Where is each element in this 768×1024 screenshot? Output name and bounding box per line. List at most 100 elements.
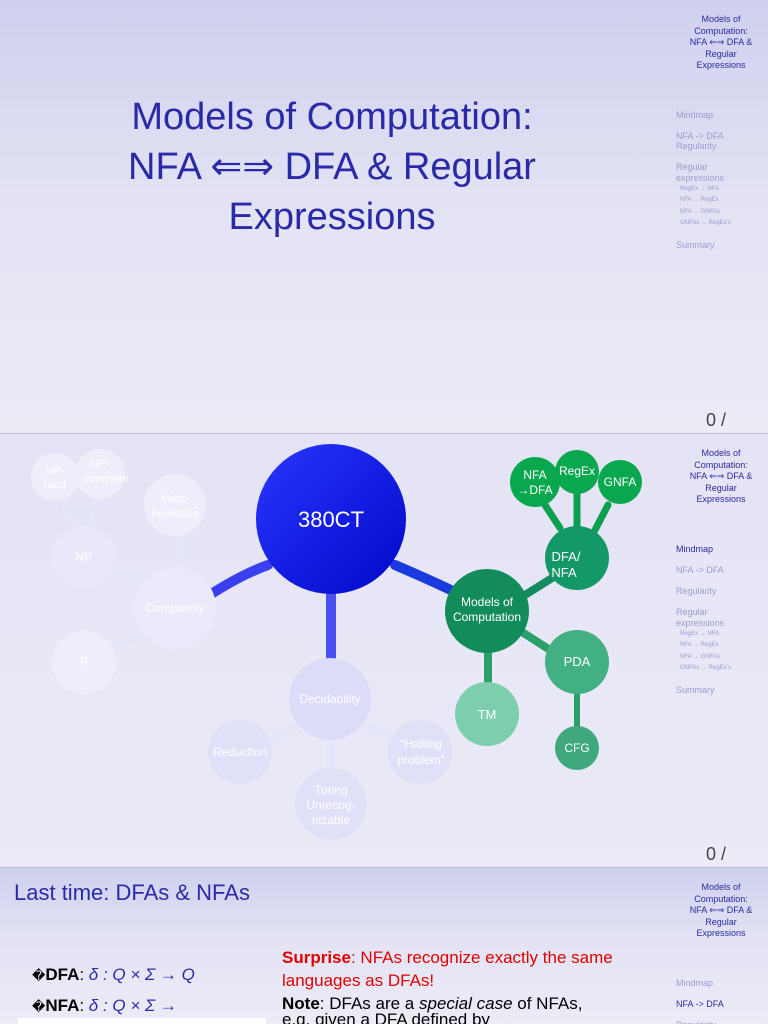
bullet-nfa: �NFA: δ : Q × Σ → xyxy=(32,996,177,1015)
node-tm[interactable]: TM xyxy=(455,682,519,746)
node-pda[interactable]: PDA xyxy=(545,630,609,694)
nav-item-regex[interactable]: Regular expressions xyxy=(676,606,725,628)
nav-item-nfa-dfa[interactable]: NFA -> DFA xyxy=(676,564,724,575)
bullet-icon: � xyxy=(32,968,46,983)
node-complexity[interactable]: Complexity xyxy=(134,567,216,649)
svg-text:Turing: Turing xyxy=(314,783,348,797)
slide-divider xyxy=(0,867,768,868)
node-nfa-to-dfa[interactable]: NFA →DFA xyxy=(510,457,560,507)
node-turing-unrecognizable[interactable]: Turing Unrecog- nizable xyxy=(295,768,367,840)
svg-text:hard: hard xyxy=(44,479,66,491)
svg-text:PDA: PDA xyxy=(564,654,591,669)
connector-dec-halting xyxy=(362,718,396,742)
nav-sub-item[interactable]: RegEx → NFA xyxy=(680,185,720,192)
white-box xyxy=(18,1018,266,1024)
svg-text:nizable: nizable xyxy=(312,813,350,827)
connector-dec-reduction xyxy=(266,721,299,746)
nav-sub-item[interactable]: NFA → RegEx xyxy=(680,197,719,203)
nav-title[interactable]: Models of Computation: NFA ⇐⇒ DFA & Regu… xyxy=(689,448,753,504)
slide-title-heading: Models of Computation: NFA ⇐⇒ DFA & Regu… xyxy=(40,92,624,242)
slide-mindmap: NP- hard NP- complete Meta- heuristics N… xyxy=(0,434,768,867)
bullet-icon: � xyxy=(32,999,46,1014)
nav-item-mindmap[interactable]: Mindmap xyxy=(676,109,714,120)
nav-item-mindmap[interactable]: Mindmap xyxy=(676,543,714,554)
svg-text:Complexity: Complexity xyxy=(145,601,204,615)
node-dfa-nfa[interactable]: DFA/ NFA xyxy=(545,526,609,590)
nav-item-summary[interactable]: Summary xyxy=(676,684,715,695)
section-nav: Models of Computation: NFA ⇐⇒ DFA & Regu… xyxy=(676,882,766,1024)
svg-text:RegEx: RegEx xyxy=(559,464,595,478)
svg-text:DFA/: DFA/ xyxy=(552,549,581,564)
mindmap-connectors xyxy=(58,490,612,776)
node-cfg[interactable]: CFG xyxy=(555,726,599,770)
svg-text:GNFA: GNFA xyxy=(604,475,637,489)
svg-text:NP: NP xyxy=(76,550,93,564)
nav-sub-item[interactable]: NFA → RegEx xyxy=(680,642,719,648)
nav-item-nfa-dfa[interactable]: NFA -> DFA xyxy=(676,998,724,1009)
svg-text:Computation: Computation xyxy=(453,610,521,624)
svg-text:TM: TM xyxy=(478,707,497,722)
svg-text:NFA: NFA xyxy=(523,468,546,482)
connector-core-models xyxy=(390,560,460,597)
nav-sub-item[interactable]: NFA → GNFAs xyxy=(680,208,721,215)
nav-sub-item[interactable]: GNFAs → RegEx's xyxy=(680,665,731,671)
nav-item-regularity[interactable]: Regularity xyxy=(676,1020,766,1024)
node-reduction[interactable]: Reduction xyxy=(208,720,272,784)
connector-dfanfa-nfadfa xyxy=(541,501,564,532)
bullet-dfa: �DFA: δ : Q × Σ → Q xyxy=(32,965,195,984)
svg-text:Models of: Models of xyxy=(461,595,514,609)
node-decidability[interactable]: Decidability xyxy=(289,658,371,740)
connector-models-pda xyxy=(518,628,554,654)
surprise-statement: Surprise: NFAs recognize exactly the sam… xyxy=(282,948,613,990)
page-number: 0 / xyxy=(705,410,726,430)
slide-last-time: Last time: DFAs & NFAs �DFA: δ : Q × Σ →… xyxy=(0,868,768,1024)
section-nav: Models of Computation: NFA ⇐⇒ DFA & Regu… xyxy=(676,448,766,706)
svg-text:complete: complete xyxy=(84,473,129,485)
svg-text:Reduction: Reduction xyxy=(213,745,267,759)
node-regex[interactable]: RegEx xyxy=(555,450,599,494)
node-halting-problem[interactable]: "Halting problem" xyxy=(388,720,452,784)
title-line-3: Expressions xyxy=(228,196,436,238)
svg-text:NFA: NFA xyxy=(551,565,577,580)
connector-core-complexity xyxy=(200,560,273,603)
node-np-complete[interactable]: NP- complete xyxy=(75,449,128,499)
nav-item-mindmap[interactable]: Mindmap xyxy=(676,977,714,988)
svg-text:NP-: NP- xyxy=(46,465,65,477)
slide-divider xyxy=(0,433,768,434)
note-statement: Note: DFAs are a special case of NFAs, xyxy=(282,994,583,1013)
svg-text:Decidability: Decidability xyxy=(299,692,360,706)
nav-item-regularity[interactable]: Regularity xyxy=(676,585,717,596)
title-line-2: NFA ⇐⇒ DFA & Regular xyxy=(128,146,536,188)
nav-title[interactable]: Models of Computation: NFA ⇐⇒ DFA & Regu… xyxy=(689,882,753,938)
node-np-hard[interactable]: NP- hard xyxy=(31,453,79,501)
svg-text:Meta-: Meta- xyxy=(161,493,189,505)
svg-text:→DFA: →DFA xyxy=(517,483,552,497)
svg-text:"Halting: "Halting xyxy=(400,737,442,751)
node-models-of-computation[interactable]: Models of Computation xyxy=(445,569,529,653)
svg-text:NP-: NP- xyxy=(91,458,110,470)
nav-item-summary[interactable]: Summary xyxy=(676,239,715,250)
connector-np-nphard xyxy=(58,496,79,534)
definition-list: �DFA: δ : Q × Σ → Q �NFA: δ : Q × Σ → xyxy=(32,960,195,1022)
cut-off-text: e.g. given a DFA defined by xyxy=(282,1010,490,1024)
node-gnfa[interactable]: GNFA xyxy=(598,460,642,504)
nav-sub-item[interactable]: GNFAs → RegEx's xyxy=(680,220,731,226)
nav-item-regularity[interactable]: Regularity xyxy=(676,140,717,151)
svg-text:Unrecog-: Unrecog- xyxy=(306,798,355,812)
nav-item-nfa-dfa[interactable]: NFA -> DFA xyxy=(676,130,724,141)
nav-item-regex[interactable]: Regular expressions xyxy=(676,161,725,183)
explanation-text: Surprise: NFAs recognize exactly the sam… xyxy=(282,946,622,1015)
node-meta-heuristics[interactable]: Meta- heuristics xyxy=(144,474,206,536)
nav-sub-item[interactable]: RegEx → NFA xyxy=(680,630,720,637)
section-nav: Models of Computation: NFA ⇐⇒ DFA & Regu… xyxy=(676,14,766,261)
connector-complexity-meta xyxy=(174,526,189,574)
connector-np-npcomplete xyxy=(86,494,102,532)
nav-sub-item[interactable]: NFA → GNFAs xyxy=(680,653,721,660)
nav-title[interactable]: Models of Computation: NFA ⇐⇒ DFA & Regu… xyxy=(689,14,753,70)
page-number: 0 / xyxy=(705,844,726,864)
node-380ct[interactable]: 380CT xyxy=(256,444,406,594)
node-np[interactable]: NP xyxy=(52,525,116,589)
nav-sub-list: RegEx → NFA NFA → RegEx NFA → GNFAs GNFA… xyxy=(680,629,766,675)
node-p[interactable]: P xyxy=(52,630,116,694)
svg-text:CFG: CFG xyxy=(564,741,589,755)
